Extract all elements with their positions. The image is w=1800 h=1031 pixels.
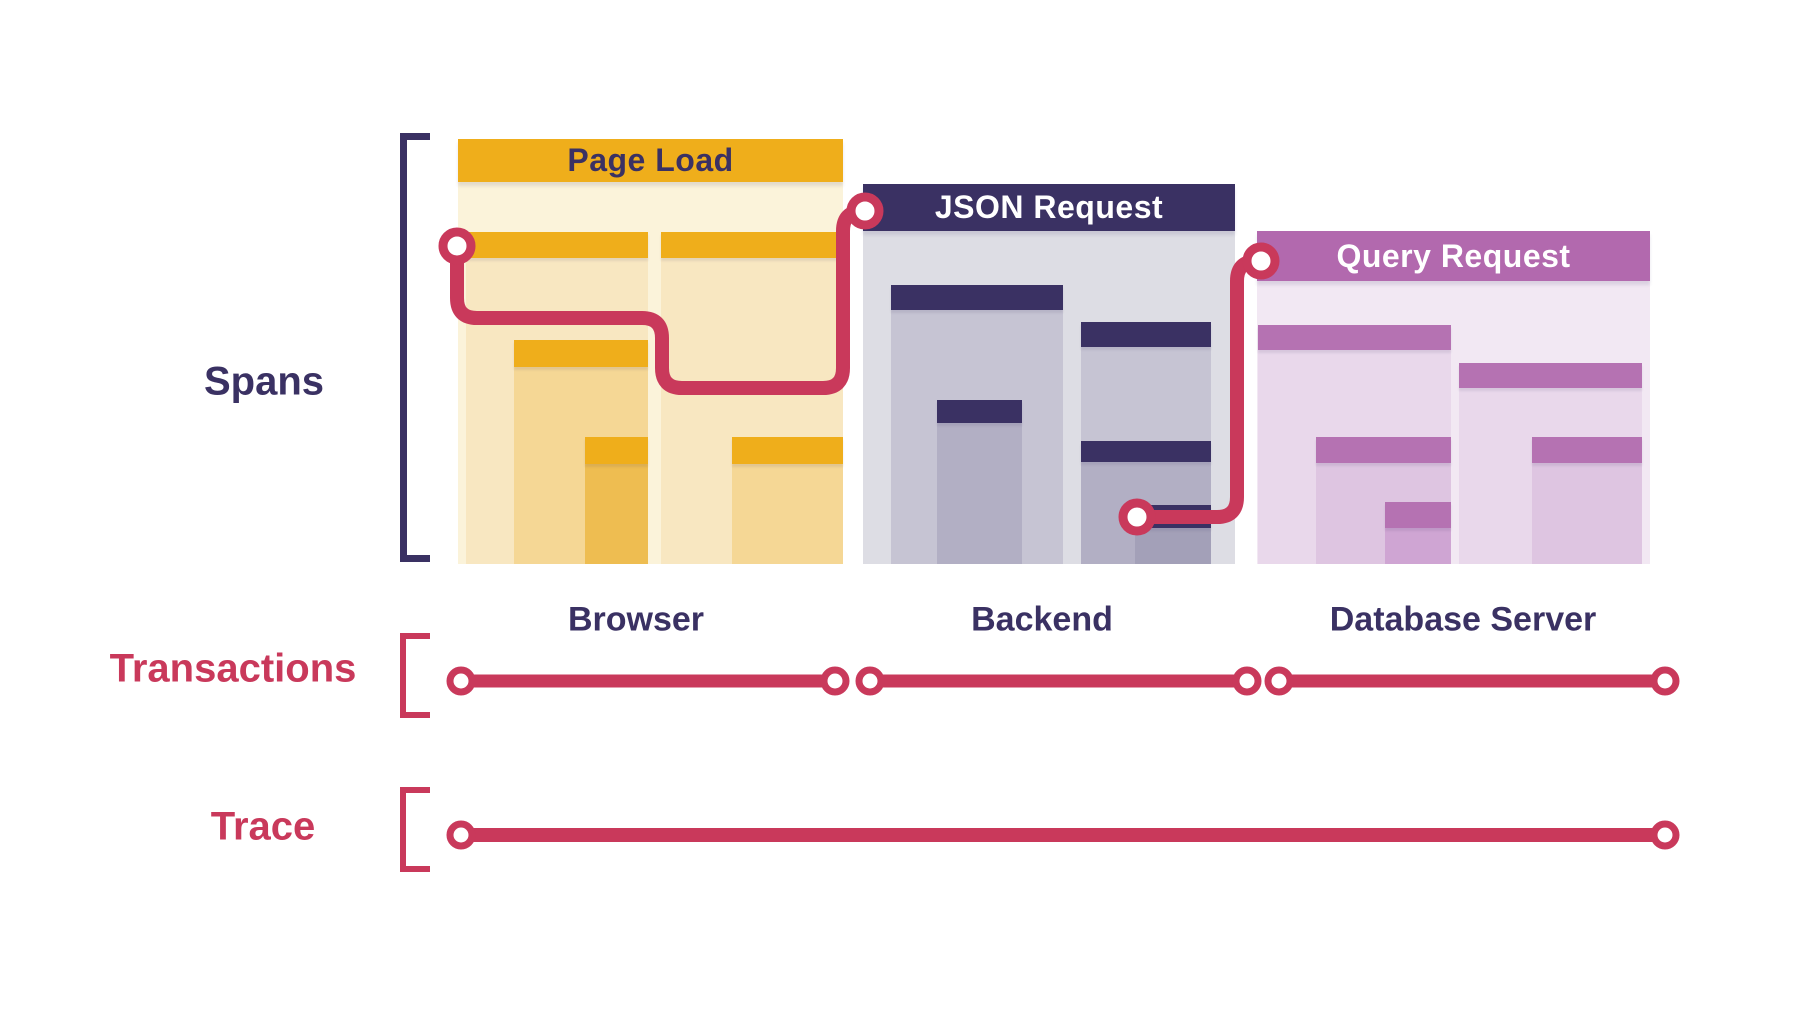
transaction-node xyxy=(820,666,850,696)
transaction-node xyxy=(855,666,885,696)
spans-bracket xyxy=(400,133,430,562)
panel-page-load: Page Load xyxy=(458,139,843,564)
span-block xyxy=(732,437,843,564)
transactions-row-label: Transactions xyxy=(109,646,357,691)
span-node-page-load-start xyxy=(438,227,476,265)
span-block xyxy=(585,437,648,564)
span-block xyxy=(1385,502,1451,564)
trace-node-end xyxy=(1650,820,1680,850)
span-block-header xyxy=(1081,441,1211,462)
span-block xyxy=(937,400,1022,564)
span-node-backend-db-call xyxy=(1118,498,1156,536)
panel-query-request: Query Request xyxy=(1257,231,1650,564)
transaction-node xyxy=(1232,666,1262,696)
span-block-header xyxy=(661,232,843,258)
transaction-node xyxy=(1264,666,1294,696)
column-label-backend: Backend xyxy=(971,600,1113,639)
panel-json-request-header: JSON Request xyxy=(863,184,1235,231)
span-block-header xyxy=(891,285,1063,310)
spans-row-label: Spans xyxy=(203,359,325,404)
span-block-header xyxy=(1459,363,1642,388)
panel-page-load-header: Page Load xyxy=(458,139,843,182)
transactions-bracket xyxy=(400,633,430,718)
span-block-header xyxy=(1385,502,1451,528)
span-block-header xyxy=(732,437,843,464)
trace-row-label: Trace xyxy=(210,804,316,849)
span-block-header xyxy=(466,232,648,258)
span-node-query-request-start xyxy=(1242,242,1280,280)
trace-node-start xyxy=(446,820,476,850)
panel-json-request-title: JSON Request xyxy=(934,189,1164,225)
panel-query-request-title: Query Request xyxy=(1336,237,1571,274)
span-block xyxy=(1532,437,1642,564)
span-block-header xyxy=(1081,322,1211,347)
span-path-backend-to-database xyxy=(1137,254,1258,524)
span-path-browser-to-backend xyxy=(450,204,864,395)
span-block-header xyxy=(1316,437,1451,463)
trace-bracket xyxy=(400,787,430,872)
span-block-header xyxy=(1532,437,1642,463)
panel-query-request-header: Query Request xyxy=(1257,231,1650,281)
column-label-browser: Browser xyxy=(567,600,705,639)
span-block-header xyxy=(937,400,1022,423)
span-block-header xyxy=(1258,325,1451,350)
panel-page-load-title: Page Load xyxy=(567,142,734,178)
transaction-node xyxy=(446,666,476,696)
span-block-header xyxy=(514,340,648,367)
transaction-node xyxy=(1650,666,1680,696)
column-label-database: Database Server xyxy=(1329,600,1597,639)
span-block-header xyxy=(585,437,648,464)
span-node-json-request-start xyxy=(846,192,884,230)
